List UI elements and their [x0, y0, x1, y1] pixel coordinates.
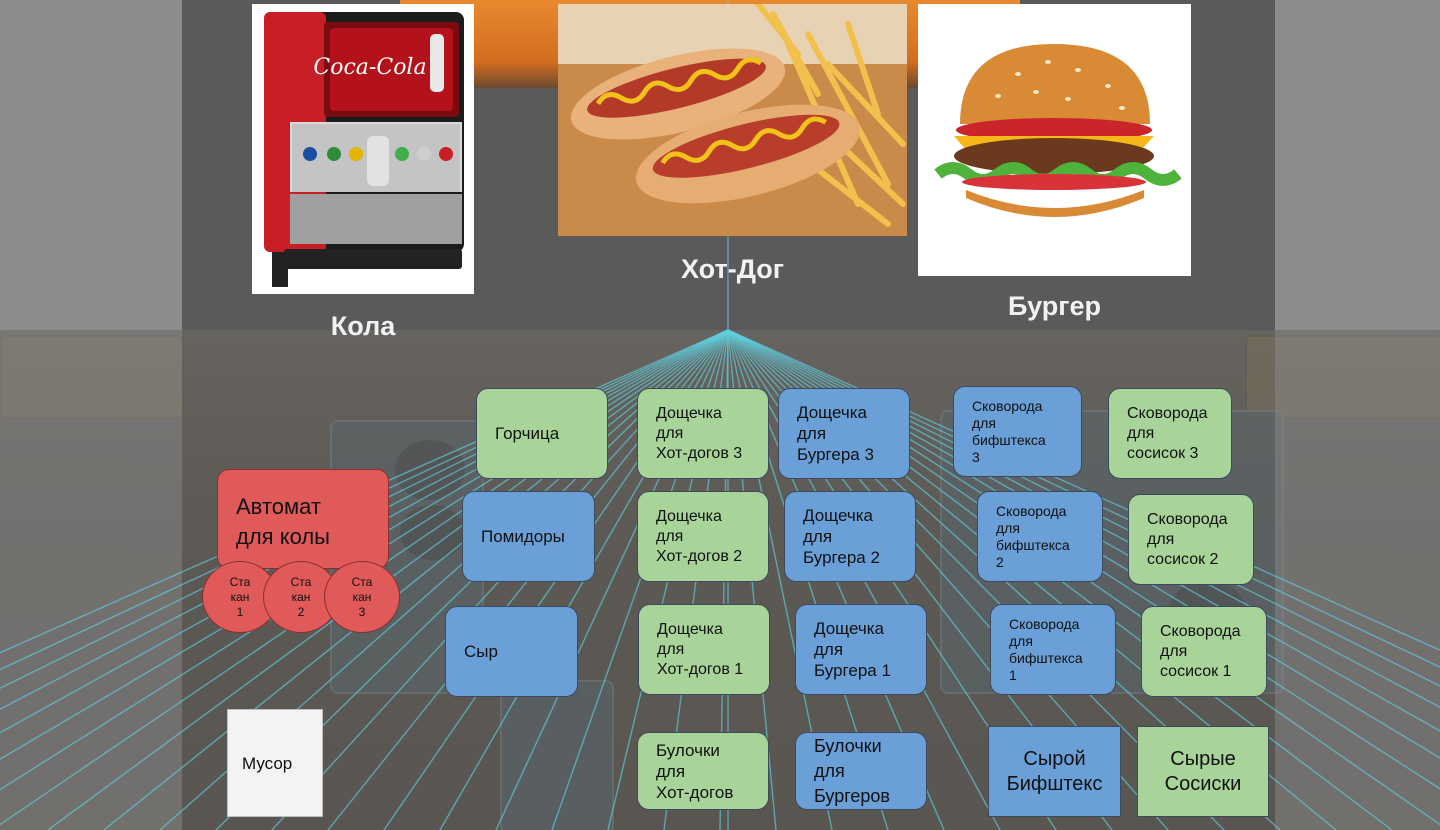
background-dim-right — [1275, 330, 1440, 830]
background-hole — [395, 440, 465, 500]
light-ray — [103, 329, 729, 830]
cola-brand-text: Coca-Cola — [313, 55, 426, 80]
sausage-pan-1[interactable]: Сковорода для сосисок 1 — [1141, 606, 1267, 697]
background-dim-left — [0, 330, 182, 830]
steak-pan-1[interactable]: Сковорода для бифштекса 1 — [990, 604, 1116, 695]
burger-caption: Бургер — [1008, 291, 1101, 321]
background-container — [500, 680, 614, 830]
cola-machine-station[interactable]: Автомат для колы — [217, 469, 389, 569]
mustard-station[interactable]: Горчица — [476, 388, 608, 479]
hotdog-caption: Хот-Дог — [681, 254, 784, 284]
background-hole — [400, 505, 465, 560]
burger-board-3[interactable]: Дощечка для Бургера 3 — [778, 388, 910, 479]
sausage-pan-3[interactable]: Сковорода для сосисок 3 — [1108, 388, 1232, 479]
steak-pan-3[interactable]: Сковорода для бифштекса 3 — [953, 386, 1082, 477]
hotdog-board-2[interactable]: Дощечка для Хот-догов 2 — [637, 491, 769, 582]
hotdog-board-1[interactable]: Дощечка для Хот-догов 1 — [638, 604, 770, 695]
burger-buns-station[interactable]: Булочки для Бургеров — [795, 732, 927, 810]
cup-2[interactable]: Ста кан 2 — [263, 561, 339, 633]
steak-pan-2[interactable]: Сковорода для бифштекса 2 — [977, 491, 1103, 582]
cheese-station[interactable]: Сыр — [445, 606, 578, 697]
hotdog-icon — [558, 4, 907, 236]
cola-machine-icon: Coca-Cola — [252, 4, 474, 294]
raw-sausages-station[interactable]: Сырые Сосиски — [1137, 726, 1269, 817]
cup-3[interactable]: Ста кан 3 — [324, 561, 400, 633]
background-shelf-right — [1245, 335, 1440, 419]
trash-station[interactable]: Мусор — [227, 709, 323, 817]
burger-board-1[interactable]: Дощечка для Бургера 1 — [795, 604, 927, 695]
background-shelf-left — [0, 335, 184, 419]
burger-icon — [918, 4, 1191, 276]
tomatoes-station[interactable]: Помидоры — [462, 491, 595, 582]
hotdog-buns-station[interactable]: Булочки для Хот-догов — [637, 732, 769, 810]
cola-caption: Кола — [330, 311, 396, 341]
hotdog-board-3[interactable]: Дощечка для Хот-догов 3 — [637, 388, 769, 479]
light-ray — [727, 329, 1440, 651]
burger-board-2[interactable]: Дощечка для Бургера 2 — [784, 491, 916, 582]
raw-steak-station[interactable]: Сырой Бифштекс — [988, 726, 1121, 817]
sausage-pan-2[interactable]: Сковорода для сосисок 2 — [1128, 494, 1254, 585]
